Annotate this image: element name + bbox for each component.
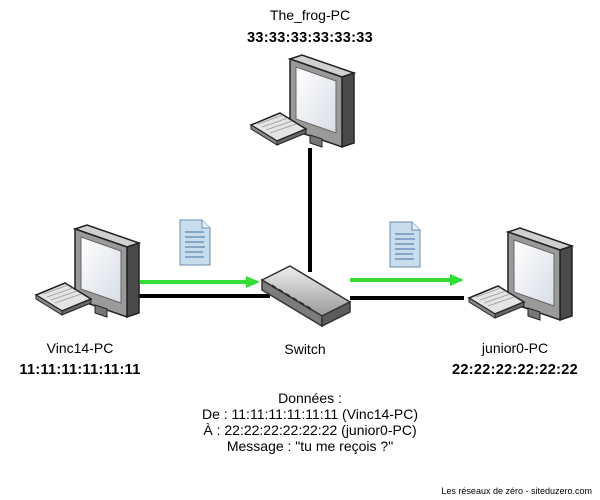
switch-icon: [260, 265, 352, 328]
node-mac-left: 11:11:11:11:11:11: [19, 362, 141, 378]
cables: [138, 148, 464, 300]
frame-details: Données : De : 11:11:11:11:11:11 (Vinc14…: [150, 390, 470, 454]
node-mac-top: 33:33:33:33:33:33: [246, 30, 373, 46]
switch-label: Switch: [284, 341, 326, 357]
frame-arrows: [140, 274, 464, 288]
document-icon: [389, 221, 421, 268]
node-name-left: Vinc14-PC: [46, 340, 114, 356]
frame-source: De : 11:11:11:11:11:11 (Vinc14-PC): [201, 406, 419, 422]
arrow-left-to-switch: [140, 276, 260, 288]
frame-message: Message : "tu me reçois ?": [226, 438, 394, 454]
credit-text: Les réseaux de zéro - siteduzero.com: [441, 486, 592, 496]
frame-destination: À : 22:22:22:22:22:22 (junior0-PC): [203, 422, 417, 438]
node-mac-right: 22:22:22:22:22:22: [451, 362, 578, 378]
computer-icon-top: [249, 54, 357, 149]
computer-icon-left: [34, 224, 142, 319]
arrow-switch-to-right: [350, 274, 464, 286]
node-name-right: junior0-PC: [481, 340, 549, 356]
frame-details-title: Données :: [278, 390, 342, 406]
computer-icon-right: [467, 227, 575, 322]
node-name-top: The_frog-PC: [269, 7, 351, 23]
document-icon: [179, 219, 211, 266]
